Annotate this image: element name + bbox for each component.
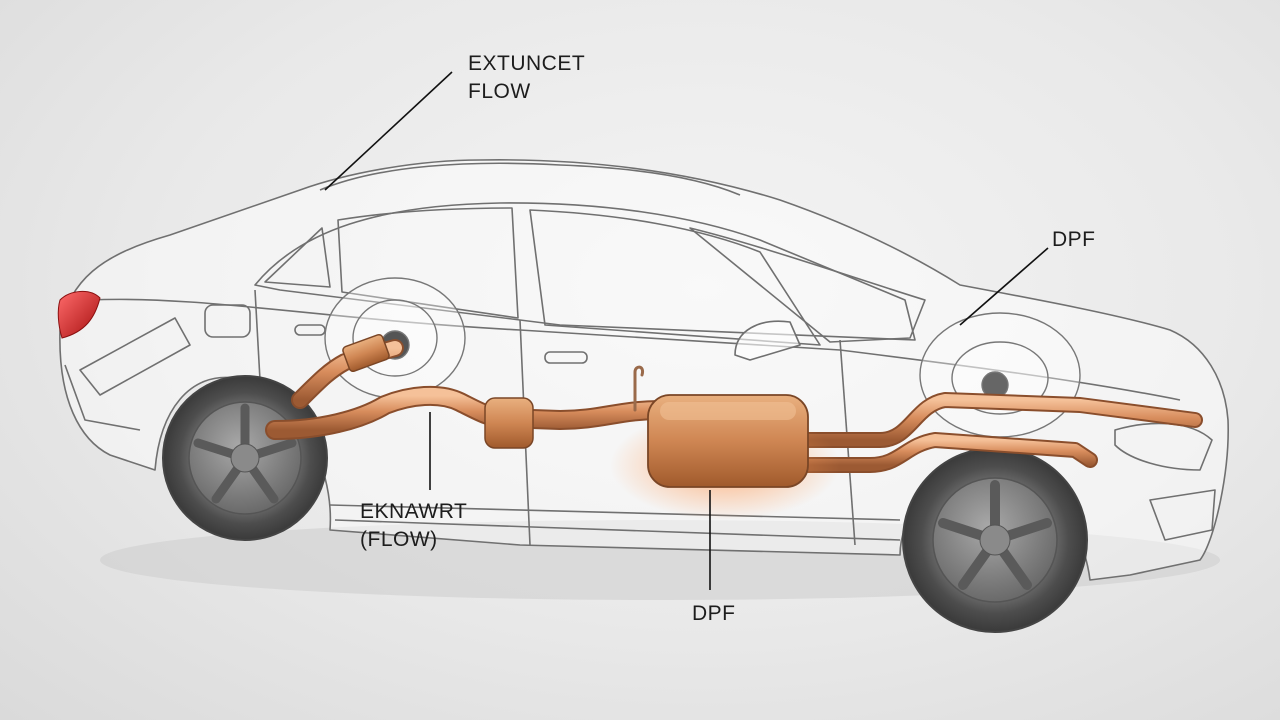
roof-line (319, 162, 741, 196)
rear-door-window (337, 207, 519, 319)
front-bumper (1149, 489, 1216, 541)
leader-line-dpf-right (959, 247, 1049, 326)
rear-window (264, 227, 331, 288)
beltline (89, 298, 1181, 401)
exhaust-flow-label-mid-line1: EKNAWRT (360, 500, 468, 523)
side-mirror (734, 320, 801, 361)
leader-line-exhaust-top (324, 71, 453, 191)
fuel-cap (204, 304, 251, 338)
door-handle-front (544, 351, 588, 364)
window-frame (254, 202, 916, 341)
exhaust-flow-label-mid: EKNAWRT (FLOW) (360, 498, 467, 554)
dpf-canister-icon (647, 394, 809, 488)
exhaust-flow-label-top-line2: FLOW (468, 80, 531, 103)
door-line-back (254, 289, 261, 381)
dpf-label-bottom: DPF (692, 602, 736, 625)
flange-bracket (342, 333, 390, 373)
front-wheel-icon (902, 447, 1088, 633)
rear-hub-ghost (324, 277, 466, 399)
windshield (689, 227, 926, 343)
headlight (1114, 422, 1213, 471)
rear-license-area (79, 317, 191, 396)
resonator (484, 397, 534, 449)
tail-light (57, 291, 101, 339)
leader-lines (324, 71, 1049, 590)
exhaust-flow-label-mid-line2: (FLOW) (360, 528, 438, 551)
rocker-line (334, 519, 901, 541)
rear-bumper (64, 364, 141, 431)
exhaust-flow-label-top-line1: EXTUNCET (468, 52, 586, 75)
exhaust-pipe-icon (265, 339, 1203, 473)
front-hub-ghost (919, 312, 1081, 438)
dpf-label-right: DPF (1052, 228, 1096, 251)
sill-line (329, 504, 901, 521)
front-door-window (529, 209, 821, 346)
exhaust-flow-label-top: EXTUNCET FLOW (468, 50, 585, 106)
